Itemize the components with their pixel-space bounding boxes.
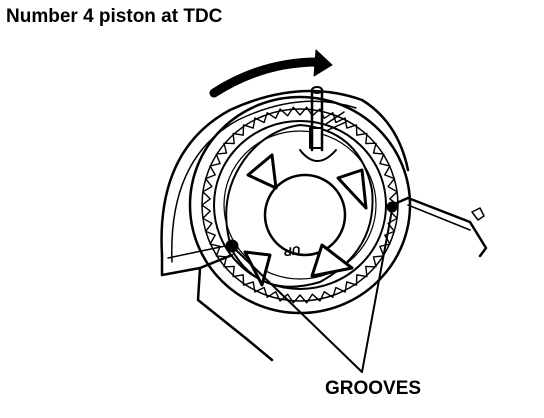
pulley-teeth (201, 106, 399, 304)
head-surface-right (386, 196, 488, 258)
diagram-title: Number 4 piston at TDC (6, 6, 223, 27)
head-surface-left (160, 239, 274, 362)
curved-arrow-icon (209, 49, 333, 98)
leader-line-icon (235, 209, 393, 373)
grooves-label: GROOVES (325, 378, 422, 399)
belt-tooth-profile (201, 106, 399, 304)
cam-pin (299, 86, 347, 162)
belt-cover (160, 89, 410, 263)
pulley-up-mark: UP (283, 242, 302, 260)
